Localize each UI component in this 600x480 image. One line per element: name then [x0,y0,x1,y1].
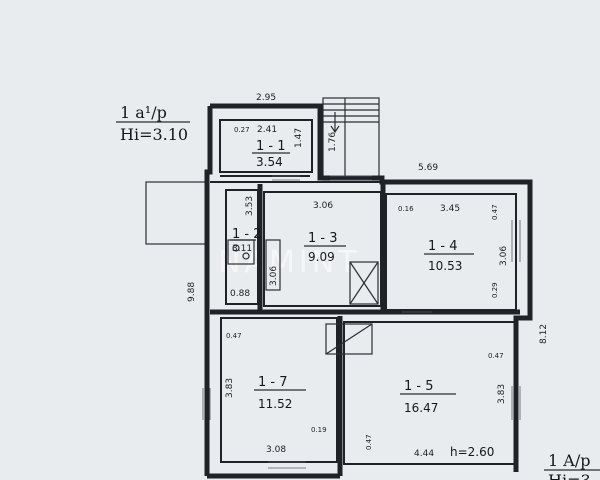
room-1-5: 1 - 5 16.47 [400,379,456,415]
dim-room11-small: 0.27 [234,126,250,134]
dim-room12-small: 0.88 [230,289,250,299]
room-area: 9.09 [308,250,335,264]
room-area: 11.52 [258,397,292,411]
stove-symbol [349,261,379,305]
dim-room11-depth: 1.47 [294,128,304,148]
room-1-4: 1 - 4 10.53 [424,239,474,273]
dim-room13-width: 3.06 [313,201,333,211]
dim-right-total: 8.12 [539,324,549,344]
room-1-1: 1 - 1 3.54 [252,139,290,169]
dim-room15-width: 4.44 [414,449,434,459]
dim-room17-width: 3.08 [266,445,286,455]
dim-room14-width: 3.45 [440,204,460,214]
dim-stair-depth: 1.76 [328,132,338,152]
dim-room15-small-bottom: 0.47 [365,434,373,450]
dim-room14-small-right: 0.47 [491,204,499,220]
room-1-3: 1 - 3 9.09 [304,231,346,264]
dim-top-right-width: 5.69 [418,163,438,173]
inner-walls [210,119,520,470]
dim-room14-small-bottom: 0.29 [491,282,499,298]
dim-top-width: 2.95 [256,93,276,103]
room-1-7: 1 - 7 11.52 [254,375,306,411]
room-number: 1 - 3 [308,231,338,246]
room-area: 10.53 [428,259,462,273]
floor-label-bottom-right: 1 A/p Hi=3. [544,451,600,480]
floor-label-top-left: 1 a¹/p Hi=3.10 [116,103,190,144]
dim-room15-small: 0.47 [488,352,504,360]
dimension-labels: 2.95 0.27 2.41 1.47 1.76 5.69 3.06 0.16 … [187,93,549,459]
room-1-2: 1 - 2 3.11 [230,227,262,254]
floor-label-line2: Hi=3.10 [120,125,188,144]
dim-room11-width: 2.41 [257,125,277,135]
dim-left-total: 9.88 [187,282,197,302]
room-area: 3.11 [232,244,252,254]
dim-room14-depth: 3.06 [499,246,509,266]
dim-room14-small-left: 0.16 [398,205,414,213]
room-area: 16.47 [404,401,438,415]
boiler-symbol [325,323,373,355]
dim-room17-small: 0.47 [226,332,242,340]
openings [202,175,521,469]
room-number: 1 - 2 [232,227,262,242]
ceiling-height: h=2.60 [450,445,494,459]
room-area: 3.54 [256,155,283,169]
floor-label-br-line2: Hi=3. [548,471,596,480]
dim-room13-depth: 3.06 [269,266,279,286]
room-number: 1 - 7 [258,375,288,390]
dim-room15-depth: 3.83 [497,384,507,404]
floor-label-line1: 1 a¹/p [120,103,167,122]
dim-room17-depth: 3.83 [225,378,235,398]
room-number: 1 - 1 [256,139,286,154]
dim-room17-small-bottom: 0.19 [311,426,327,434]
watermark-text: NAMINT [218,245,360,280]
floor-label-br-line1: 1 A/p [548,451,590,470]
sink-symbol [227,239,281,291]
room-number: 1 - 5 [404,379,434,394]
dim-room12-depth: 3.53 [245,196,255,216]
room-number: 1 - 4 [428,239,458,254]
